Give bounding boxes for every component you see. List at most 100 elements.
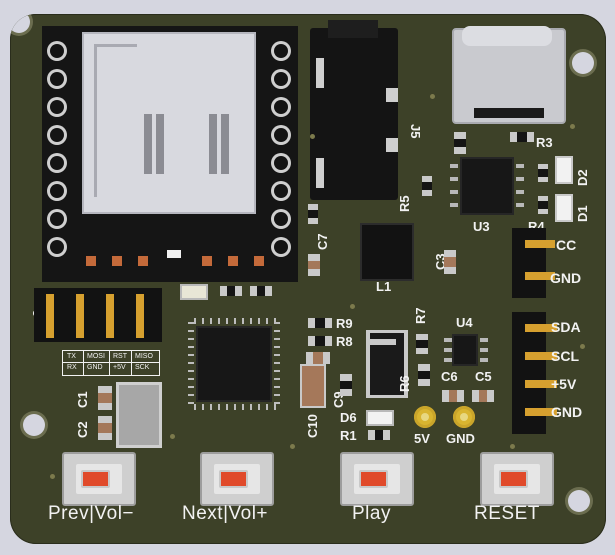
label-reset: RESET bbox=[474, 503, 540, 524]
pcb-board: J5 R3 D2 D1 U3 R5 R4 CC GND C7 L1 C3 J bbox=[10, 14, 606, 544]
prev-button[interactable] bbox=[62, 452, 136, 506]
led bbox=[180, 284, 208, 300]
ref-d1: D1 bbox=[575, 205, 590, 222]
test-point-5v[interactable] bbox=[414, 406, 436, 428]
ref-c5: C5 bbox=[475, 369, 492, 384]
module-pin bbox=[50, 100, 64, 114]
chip-u3 bbox=[460, 157, 514, 215]
label-play: Play bbox=[352, 503, 391, 524]
next-button[interactable] bbox=[200, 452, 274, 506]
module-pin bbox=[274, 44, 288, 58]
led-d2 bbox=[555, 156, 573, 184]
label-tp-gnd: GND bbox=[446, 431, 475, 446]
label-5v: +5V bbox=[551, 376, 577, 392]
module-pin bbox=[274, 72, 288, 86]
test-point-gnd[interactable] bbox=[453, 406, 475, 428]
mounting-hole bbox=[572, 52, 594, 74]
resistor-r7 bbox=[416, 334, 428, 354]
ref-c10: C10 bbox=[305, 414, 320, 438]
crystal bbox=[116, 382, 162, 448]
capacitor-c6 bbox=[442, 390, 464, 402]
ref-r5: R5 bbox=[397, 195, 412, 212]
module-pin bbox=[50, 212, 64, 226]
play-button[interactable] bbox=[340, 452, 414, 506]
ref-c6: C6 bbox=[441, 369, 458, 384]
capacitor bbox=[454, 132, 466, 154]
resistor bbox=[250, 286, 272, 296]
ref-r7: R7 bbox=[413, 307, 428, 324]
label-miso: MISO bbox=[135, 353, 153, 360]
label-cc: CC bbox=[556, 237, 577, 253]
module-pin bbox=[50, 72, 64, 86]
resistor-r8 bbox=[308, 336, 332, 346]
capacitor-c10 bbox=[300, 364, 326, 408]
module-pin bbox=[50, 156, 64, 170]
resistor-r1 bbox=[368, 430, 390, 440]
ref-j5: J5 bbox=[408, 124, 423, 139]
ref-c7: C7 bbox=[315, 233, 330, 250]
module-pin bbox=[274, 240, 288, 254]
capacitor-c5 bbox=[472, 390, 494, 402]
resistor bbox=[538, 164, 548, 183]
reset-button[interactable] bbox=[480, 452, 554, 506]
resistor-r3 bbox=[510, 132, 534, 142]
ref-r9: R9 bbox=[336, 316, 353, 331]
led-d1 bbox=[555, 194, 573, 222]
next-button-cap[interactable] bbox=[219, 470, 248, 488]
reset-button-cap[interactable] bbox=[499, 470, 528, 488]
icsp-label-table: TX MOSI RST MISO RX GND +5V SCK bbox=[62, 350, 160, 376]
ref-r8: R8 bbox=[336, 334, 353, 349]
label-next: Next|Vol+ bbox=[182, 503, 269, 524]
label-gnd-i2c: GND bbox=[551, 404, 583, 420]
label-rst: RST bbox=[113, 353, 127, 360]
ref-r3: R3 bbox=[536, 135, 553, 150]
prev-button-cap[interactable] bbox=[81, 470, 110, 488]
label-5v-icsp: +5V bbox=[113, 364, 126, 371]
ref-l1: L1 bbox=[376, 279, 392, 294]
ref-u4: U4 bbox=[456, 315, 473, 330]
module-pin bbox=[274, 100, 288, 114]
ref-d6: D6 bbox=[340, 410, 357, 425]
label-tx: TX bbox=[67, 353, 76, 360]
module-pin bbox=[274, 212, 288, 226]
ref-d2: D2 bbox=[575, 169, 590, 186]
module-pin bbox=[50, 44, 64, 58]
diode bbox=[366, 330, 408, 398]
ref-r1: R1 bbox=[340, 428, 357, 443]
mounting-hole bbox=[23, 414, 45, 436]
resistor bbox=[220, 286, 242, 296]
capacitor-c1 bbox=[98, 386, 112, 410]
module-pin bbox=[274, 184, 288, 198]
resistor-r9 bbox=[308, 318, 332, 328]
label-rx: RX bbox=[67, 364, 77, 371]
label-mosi: MOSI bbox=[87, 353, 105, 360]
audio-jack bbox=[310, 20, 398, 200]
sd-card-module bbox=[42, 26, 298, 282]
usb-c-connector bbox=[452, 26, 566, 124]
resistor bbox=[308, 204, 318, 224]
mounting-hole bbox=[10, 14, 30, 33]
led-d6 bbox=[366, 410, 394, 426]
resistor bbox=[538, 196, 548, 215]
module-pin bbox=[274, 128, 288, 142]
label-prev: Prev|Vol− bbox=[48, 503, 135, 524]
resistor bbox=[422, 176, 432, 196]
label-scl: SCL bbox=[551, 348, 579, 364]
module-pin bbox=[50, 240, 64, 254]
capacitor bbox=[306, 352, 330, 364]
inductor-l1 bbox=[360, 223, 414, 281]
label-gnd-icsp: GND bbox=[87, 364, 103, 371]
capacitor-c2 bbox=[98, 416, 112, 440]
capacitor-c3 bbox=[444, 250, 456, 274]
ref-r6: R6 bbox=[397, 375, 412, 392]
module-pin bbox=[274, 156, 288, 170]
play-button-cap[interactable] bbox=[359, 470, 388, 488]
header-power bbox=[512, 228, 546, 298]
chip-u4 bbox=[452, 334, 478, 366]
microsd-slot bbox=[82, 32, 256, 214]
capacitor-c7 bbox=[308, 254, 320, 276]
label-sda: SDA bbox=[551, 319, 581, 335]
ref-u3: U3 bbox=[473, 219, 490, 234]
module-pin bbox=[50, 128, 64, 142]
label-sck: SCK bbox=[135, 364, 150, 371]
